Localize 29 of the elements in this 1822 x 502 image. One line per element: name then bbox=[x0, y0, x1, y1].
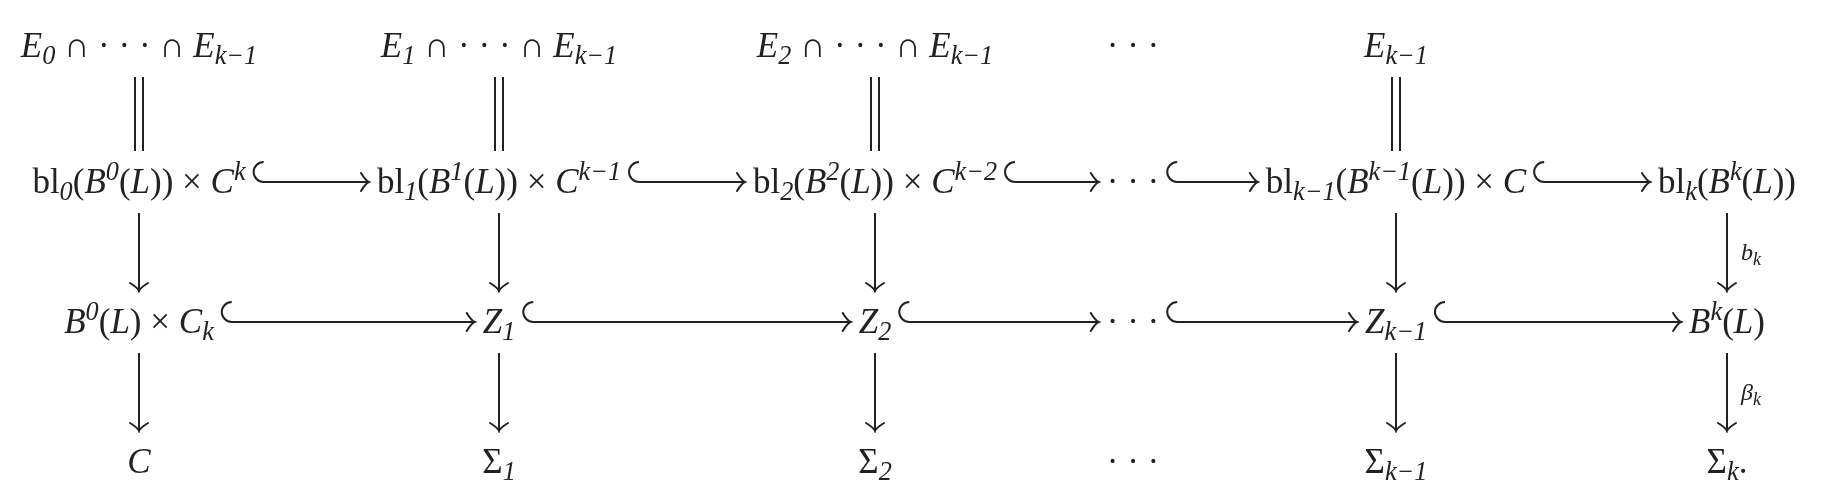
math-term: bl$_{k−1}$(B$^{k−1}$(L)) × C bbox=[1257, 151, 1535, 213]
math-term: Σ$_{2}$ bbox=[850, 431, 900, 493]
math-term: bl$_{1}$(B$^{1}$(L)) × C$^{k−1}$ bbox=[368, 151, 630, 213]
math-term: Σ$_{k}$. bbox=[1698, 431, 1756, 493]
math-term: C bbox=[119, 431, 159, 493]
math-term: Z$_{1}$ bbox=[474, 291, 524, 353]
edge-label: b$_{k}$ bbox=[1741, 238, 1761, 266]
double-line bbox=[1391, 76, 1401, 152]
math-term: E$_{2}$ ∩ · · · ∩ E$_{k−1}$ bbox=[748, 15, 1002, 77]
math-term: E$_{0}$ ∩ · · · ∩ E$_{k−1}$ bbox=[12, 15, 266, 77]
double-line bbox=[870, 76, 880, 152]
math-term: bl$_{0}$(B$^{0}$(L)) × C$^{k}$ bbox=[24, 151, 254, 213]
math-term: Z$_{2}$ bbox=[850, 291, 900, 353]
double-line bbox=[494, 76, 504, 152]
math-term: B$^{k}$(L) bbox=[1681, 291, 1773, 353]
ellipsis: · · · bbox=[1098, 291, 1168, 353]
math-term: E$_{1}$ ∩ · · · ∩ E$_{k−1}$ bbox=[372, 15, 626, 77]
math-term: bl$_{2}$(B$^{2}$(L)) × C$^{k−2}$ bbox=[744, 151, 1006, 213]
edge-label: β$_{k}$ bbox=[1741, 378, 1761, 406]
math-term: E$_{k−1}$ bbox=[1356, 15, 1436, 77]
math-term: bl$_{k}$(B$^{k}$(L)) bbox=[1650, 151, 1804, 213]
math-term: Σ$_{k−1}$ bbox=[1356, 431, 1436, 493]
math-term: Z$_{k−1}$ bbox=[1357, 291, 1435, 353]
double-line bbox=[134, 76, 144, 152]
ellipsis: · · · bbox=[1098, 151, 1168, 213]
ellipsis: · · · bbox=[1106, 25, 1160, 67]
math-term: Σ$_{1}$ bbox=[474, 431, 524, 493]
ellipsis: · · · bbox=[1106, 441, 1160, 483]
math-term: B$^{0}$(L) × C$_{k}$ bbox=[56, 291, 222, 353]
